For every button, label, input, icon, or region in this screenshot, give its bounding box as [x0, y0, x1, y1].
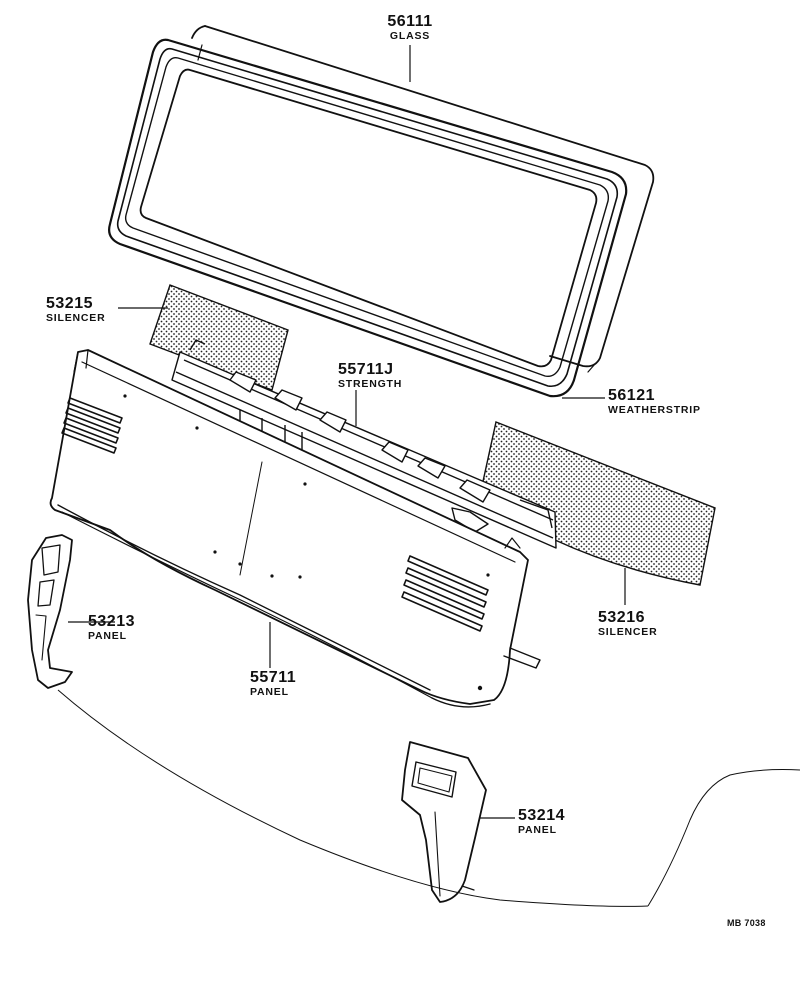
silencer-left-part: [149, 284, 289, 391]
callout-silencer-right: 53216 SILENCER: [598, 610, 658, 638]
part-name: WEATHERSTRIP: [608, 404, 701, 416]
right-pillar-panel-part: [401, 741, 487, 903]
callout-silencer-left: 53215 SILENCER: [46, 296, 106, 324]
part-name: PANEL: [518, 824, 557, 836]
part-number: 53216: [598, 609, 645, 626]
strength-part: [171, 339, 557, 549]
part-number: 53215: [46, 295, 93, 312]
part-name: GLASS: [389, 30, 431, 42]
callout-weatherstrip: 56121 WEATHERSTRIP: [608, 388, 701, 416]
callout-right-pillar-panel: 53214 PANEL: [518, 808, 565, 836]
glass-part: [108, 25, 655, 398]
callout-left-pillar-panel: 53213 PANEL: [88, 614, 135, 642]
callout-main-panel: 55711 PANEL: [250, 670, 296, 698]
body-outline: [57, 689, 800, 907]
main-panel-part: [49, 349, 541, 708]
silencer-right-part: [481, 421, 716, 586]
part-number: 56111: [387, 13, 433, 30]
leader-lines: [68, 45, 626, 819]
left-pillar-panel-part: [27, 534, 73, 689]
callout-glass: 56111 GLASS: [387, 14, 432, 42]
part-name: PANEL: [88, 630, 127, 642]
callout-strength: 55711J STRENGTH: [338, 362, 402, 390]
reference-code: MB 7038: [727, 918, 766, 928]
part-name: SILENCER: [598, 626, 658, 638]
part-number: 55711J: [338, 361, 394, 378]
part-number: 55711: [250, 669, 297, 686]
part-number: 53213: [88, 613, 135, 630]
part-name: SILENCER: [46, 312, 106, 324]
part-number: 53214: [518, 807, 565, 824]
part-number: 56121: [608, 387, 655, 404]
part-name: STRENGTH: [338, 378, 403, 390]
part-name: PANEL: [250, 686, 289, 698]
